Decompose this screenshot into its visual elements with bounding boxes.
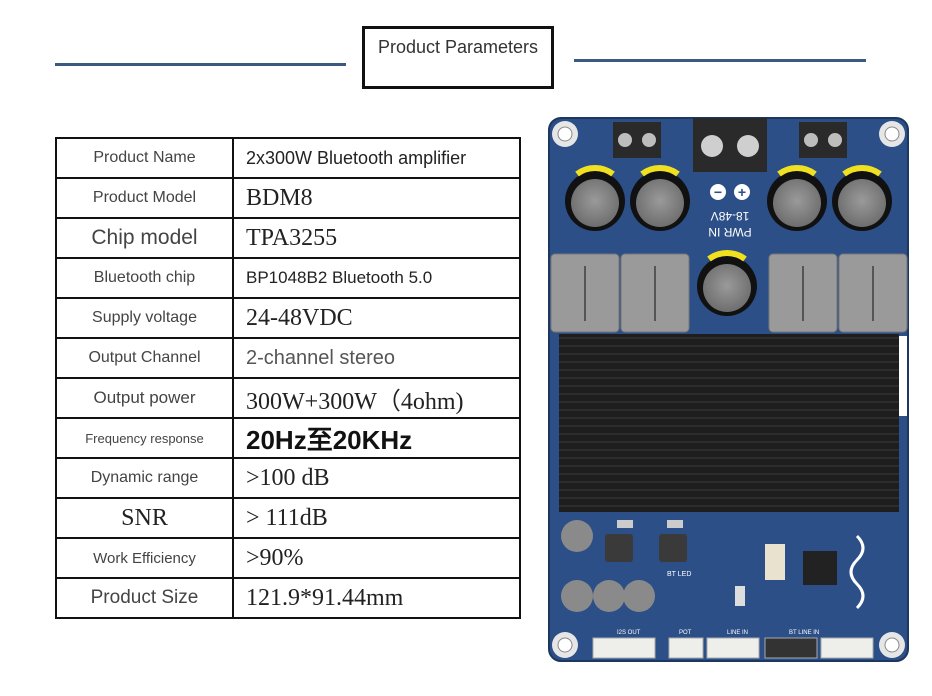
spec-value: TPA3255 — [232, 217, 521, 259]
spec-label: Frequency response — [55, 417, 234, 459]
spec-row-product-size: Product Size 121.9*91.44mm — [55, 577, 521, 619]
spec-label: Product Model — [55, 177, 234, 219]
spec-row-bluetooth-chip: Bluetooth chip BP1048B2 Bluetooth 5.0 — [55, 257, 521, 299]
spec-row-supply-voltage: Supply voltage 24-48VDC — [55, 297, 521, 339]
header-title-box: Product Parameters — [362, 26, 554, 89]
spec-value: >100 dB — [232, 457, 521, 499]
bottom-connectors — [592, 637, 874, 659]
pwr-in-label: PWR IN — [708, 225, 751, 239]
page-title: Product Parameters — [377, 37, 539, 57]
screw-terminals — [613, 118, 847, 172]
minus-sign: − — [714, 184, 722, 200]
bt-led-label: BT LED — [667, 571, 691, 578]
spec-value: BDM8 — [232, 177, 521, 219]
antenna-strip — [899, 336, 907, 416]
spec-label: Output power — [55, 377, 234, 419]
spec-row-chip-model: Chip model TPA3255 — [55, 217, 521, 259]
header-line-left — [55, 63, 346, 66]
heatsink — [559, 334, 899, 512]
spec-label: Work Efficiency — [55, 537, 234, 579]
small-components — [561, 520, 865, 612]
electrolytic-capacitors — [565, 165, 892, 316]
spec-label: Product Name — [55, 137, 234, 179]
spec-table: Product Name 2x300W Bluetooth amplifier … — [55, 137, 521, 619]
board-text-labels: BT LED I2S OUT POT LINE IN BT LINE IN — [617, 571, 819, 636]
spec-value: BP1048B2 Bluetooth 5.0 — [232, 257, 521, 299]
inductors — [550, 253, 908, 333]
spec-label: Output Channel — [55, 337, 234, 379]
voltage-label: 18-48V — [711, 209, 750, 223]
spec-row-output-power: Output power 300W+300W（4ohm) — [55, 377, 521, 419]
spec-value: > 111dB — [232, 497, 521, 539]
spec-row-output-channel: Output Channel 2-channel stereo — [55, 337, 521, 379]
spec-label: Chip model — [55, 217, 234, 259]
power-labels: − + 18-48V PWR IN — [708, 184, 752, 239]
spec-value: 2-channel stereo — [232, 337, 521, 379]
line-in-label: LINE IN — [727, 630, 748, 636]
spec-row-product-model: Product Model BDM8 — [55, 177, 521, 219]
bt-line-in-label: BT LINE IN — [789, 630, 819, 636]
plus-sign: + — [738, 184, 746, 200]
spec-value: 300W+300W（4ohm) — [232, 377, 521, 419]
spec-label: Supply voltage — [55, 297, 234, 339]
spec-label: SNR — [55, 497, 234, 539]
spec-value: 2x300W Bluetooth amplifier — [232, 137, 521, 179]
spec-row-snr: SNR > 111dB — [55, 497, 521, 539]
spec-row-work-efficiency: Work Efficiency >90% — [55, 537, 521, 579]
mounting-holes — [552, 121, 905, 658]
spec-value: >90% — [232, 537, 521, 579]
spec-value: 24-48VDC — [232, 297, 521, 339]
spec-value: 121.9*91.44mm — [232, 577, 521, 619]
spec-label: Dynamic range — [55, 457, 234, 499]
spec-row-dynamic-range: Dynamic range >100 dB — [55, 457, 521, 499]
spec-value: 20Hz至20KHz — [232, 417, 521, 459]
pot-label: POT — [679, 630, 692, 636]
header-line-right — [574, 59, 866, 62]
spec-row-frequency-response: Frequency response 20Hz至20KHz — [55, 417, 521, 459]
amplifier-board-image: − + 18-48V PWR IN — [548, 117, 909, 662]
spec-row-product-name: Product Name 2x300W Bluetooth amplifier — [55, 137, 521, 179]
spec-label: Bluetooth chip — [55, 257, 234, 299]
spec-label: Product Size — [55, 577, 234, 619]
i2s-out-label: I2S OUT — [617, 630, 641, 636]
